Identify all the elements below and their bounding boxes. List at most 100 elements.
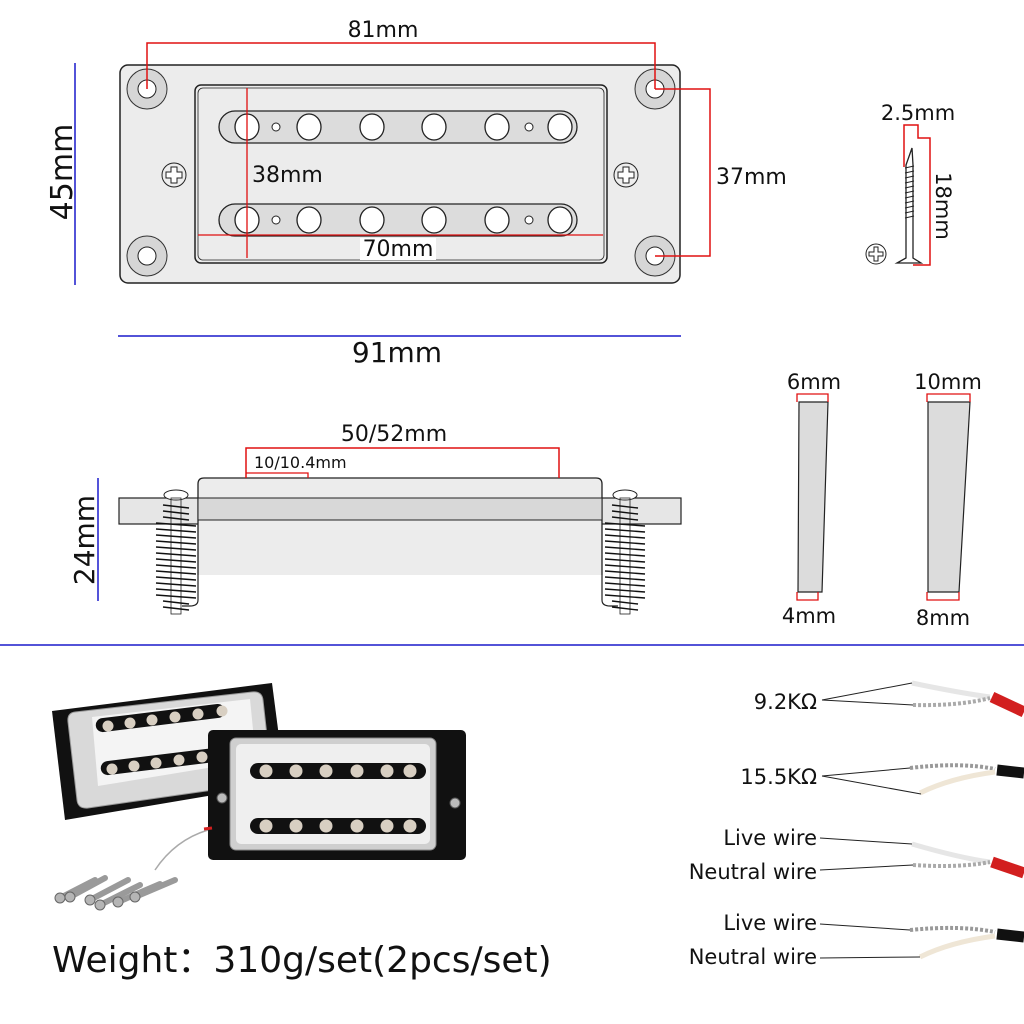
spring-coil bbox=[604, 564, 646, 569]
cable-red-2 bbox=[911, 841, 1024, 879]
cable-black-1 bbox=[909, 763, 1024, 796]
label-shim1-bottom: 4mm bbox=[782, 604, 836, 628]
side-view: 50/52mm 10/10.4mm 24mm bbox=[68, 422, 682, 615]
weight-caption: Weight：310g/set(2pcs/set) bbox=[52, 940, 552, 981]
pole-piece bbox=[484, 206, 510, 234]
pole-piece bbox=[359, 206, 385, 234]
label-91mm: 91mm bbox=[352, 336, 442, 369]
pole-piece bbox=[380, 764, 394, 778]
spring-coil bbox=[611, 516, 639, 521]
pole-piece bbox=[259, 819, 273, 833]
spring-coil bbox=[155, 534, 197, 539]
loose-screw bbox=[87, 877, 131, 903]
screw-icon bbox=[894, 147, 924, 264]
spring-coil bbox=[155, 522, 197, 527]
loose-screw bbox=[97, 882, 143, 908]
spring-coil bbox=[162, 504, 190, 509]
pole-piece bbox=[350, 819, 364, 833]
pole-screw-hole bbox=[271, 122, 281, 132]
pole-piece bbox=[296, 113, 322, 141]
spring-coil bbox=[604, 594, 646, 599]
pole-piece bbox=[403, 764, 417, 778]
label-live-wire-1: Live wire bbox=[723, 826, 817, 850]
pole-screw-hole bbox=[524, 215, 534, 225]
pickup-cover-side bbox=[197, 477, 603, 575]
label-neutral-wire-1: Neutral wire bbox=[689, 860, 817, 884]
pole-piece bbox=[259, 764, 273, 778]
cable-red-1 bbox=[911, 680, 1024, 717]
spring-coil bbox=[604, 522, 646, 527]
pole-piece bbox=[350, 764, 364, 778]
label-screw-diameter: 2.5mm bbox=[881, 101, 955, 125]
label-shim2-bottom: 8mm bbox=[916, 606, 970, 630]
label-50-52mm: 50/52mm bbox=[341, 422, 447, 447]
height-screw bbox=[619, 497, 631, 615]
spring-coil bbox=[604, 582, 646, 587]
spring-coil bbox=[155, 552, 197, 557]
label-37mm: 37mm bbox=[716, 165, 787, 190]
screw-drawing: 2.5mm 18mm bbox=[865, 101, 955, 266]
shim-small bbox=[797, 401, 829, 593]
dim-line-37mm bbox=[655, 88, 711, 257]
pole-piece bbox=[547, 206, 573, 234]
spring-coil bbox=[155, 570, 197, 575]
spring-coil bbox=[604, 546, 646, 551]
spring-coil bbox=[604, 534, 646, 539]
label-shim1-top: 6mm bbox=[787, 370, 841, 394]
phillips-screw-icon bbox=[613, 162, 639, 188]
spring-coil bbox=[155, 588, 197, 593]
label-38mm: 38mm bbox=[252, 163, 323, 188]
label-neutral-wire-2: Neutral wire bbox=[689, 945, 817, 969]
spring-coil bbox=[155, 540, 197, 545]
pole-screw-hole bbox=[524, 122, 534, 132]
top-view: 81mm 37mm 38mm 70mm 45mm 91mm bbox=[45, 18, 787, 369]
spring-coil bbox=[162, 516, 190, 521]
product-photo: Weight：310g/set(2pcs/set) bbox=[52, 683, 552, 981]
pole-piece bbox=[421, 113, 447, 141]
spring-coil bbox=[604, 558, 646, 563]
spring-coil bbox=[162, 510, 190, 515]
spring-coil bbox=[155, 576, 197, 581]
wiring-section: 9.2KΩ 15.5KΩ Live wire Neutral wire Live… bbox=[689, 680, 1024, 969]
loose-screw bbox=[67, 875, 108, 900]
spring-coil bbox=[611, 606, 639, 611]
loose-screw bbox=[132, 877, 178, 900]
spring-coil bbox=[155, 564, 197, 569]
spring-coil bbox=[155, 528, 197, 533]
label-live-wire-2: Live wire bbox=[723, 911, 817, 935]
shims: 6mm 4mm 10mm 8mm bbox=[782, 370, 982, 630]
spring-coil bbox=[162, 600, 190, 605]
pole-piece bbox=[319, 819, 333, 833]
shim-large bbox=[927, 401, 971, 593]
dim-line-10-10.4mm bbox=[246, 472, 309, 478]
pole-piece bbox=[296, 206, 322, 234]
dim-line-50-52mm bbox=[245, 447, 560, 478]
label-45mm: 45mm bbox=[45, 124, 80, 221]
pole-piece bbox=[547, 113, 573, 141]
phillips-screw-icon bbox=[865, 243, 887, 265]
phillips-screw-icon bbox=[161, 162, 187, 188]
label-81mm: 81mm bbox=[348, 18, 419, 43]
spring-coil bbox=[155, 558, 197, 563]
spring-coil bbox=[155, 594, 197, 599]
label-70mm: 70mm bbox=[363, 237, 434, 262]
pole-piece bbox=[289, 819, 303, 833]
spring-coil bbox=[604, 540, 646, 545]
pole-piece bbox=[403, 819, 417, 833]
pole-piece bbox=[319, 764, 333, 778]
mount-hole bbox=[126, 235, 168, 277]
screw-pile bbox=[54, 875, 178, 911]
screw-head bbox=[612, 489, 638, 501]
pole-piece bbox=[421, 206, 447, 234]
label-screw-length: 18mm bbox=[931, 172, 955, 240]
label-10-10.4mm: 10/10.4mm bbox=[254, 453, 347, 472]
pole-piece bbox=[380, 819, 394, 833]
cable-black-2 bbox=[909, 925, 1024, 960]
pole-piece bbox=[359, 113, 385, 141]
spring-coil bbox=[611, 600, 639, 605]
dim-line-81mm bbox=[146, 42, 656, 89]
spring-coil bbox=[604, 528, 646, 533]
screw-head bbox=[163, 489, 189, 501]
spring-coil bbox=[155, 546, 197, 551]
